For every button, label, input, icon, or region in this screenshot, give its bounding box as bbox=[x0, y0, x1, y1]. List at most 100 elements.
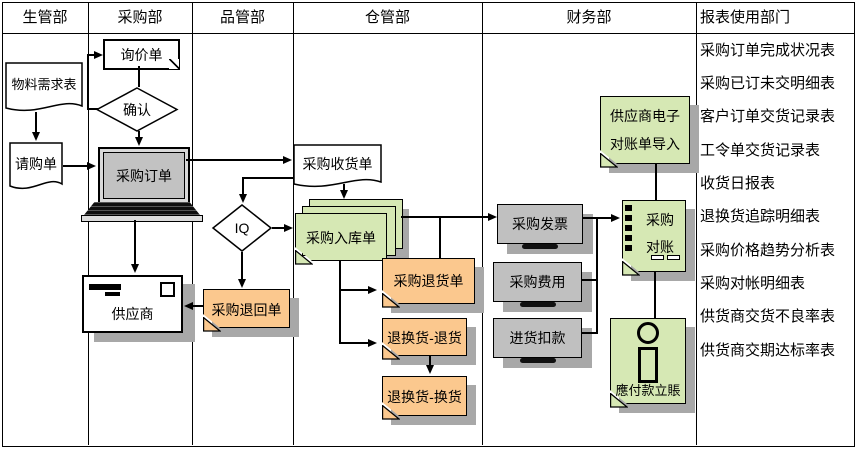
document-shape bbox=[5, 62, 83, 112]
report-item: 采购已订未交明细表 bbox=[700, 75, 836, 92]
column-divider bbox=[88, 2, 89, 445]
connector bbox=[582, 279, 597, 281]
header-divider bbox=[2, 33, 854, 34]
node-label: 进货扣款 bbox=[509, 330, 566, 346]
connector bbox=[87, 54, 95, 56]
node-purchase-reconcile: 采购 对账 bbox=[622, 200, 695, 281]
node-confirm: 确认 bbox=[95, 87, 179, 132]
node-purchase-deduction: 进货扣款 bbox=[493, 318, 592, 368]
folded-corner bbox=[295, 250, 313, 265]
address-line bbox=[89, 284, 121, 290]
connector bbox=[242, 177, 294, 179]
node-label: 供应商 bbox=[111, 306, 154, 322]
note-shape bbox=[382, 376, 467, 416]
connector bbox=[138, 66, 140, 87]
report-item: 客户订单交货记录表 bbox=[700, 108, 836, 125]
node-label: 采购订单 bbox=[116, 167, 172, 184]
node-label: 采购退回单 bbox=[211, 302, 282, 318]
node-label: 对账 bbox=[646, 239, 674, 255]
terminal-shape: 采购发票 bbox=[497, 204, 583, 244]
arrowhead bbox=[238, 279, 246, 288]
node-label: 确认 bbox=[123, 101, 151, 118]
arrowhead bbox=[87, 162, 96, 170]
document-shape bbox=[293, 144, 382, 188]
connector bbox=[655, 164, 657, 200]
arrowhead bbox=[368, 339, 377, 347]
laptop-screen: 采购订单 bbox=[103, 152, 185, 199]
node-label: 退换货-换货 bbox=[387, 389, 462, 405]
arrowhead bbox=[283, 156, 292, 164]
folded-corner bbox=[203, 317, 221, 332]
connector bbox=[87, 55, 89, 110]
info-icon-dot bbox=[637, 322, 659, 344]
connector bbox=[241, 252, 243, 280]
connector bbox=[242, 177, 244, 195]
node-label: 对账单导入 bbox=[610, 136, 680, 152]
folded-corner bbox=[622, 261, 640, 276]
connector bbox=[439, 217, 441, 258]
report-item: 供货商交货不良率表 bbox=[700, 308, 836, 325]
diamond-shape bbox=[211, 204, 273, 252]
connector bbox=[429, 356, 431, 366]
arrowhead bbox=[184, 302, 193, 310]
node-supplier-envelope: 供应商 bbox=[82, 275, 195, 342]
connector bbox=[341, 342, 368, 344]
terminal-stand bbox=[522, 244, 558, 249]
node-label: 供应商电子 bbox=[610, 108, 680, 124]
note-shape bbox=[382, 318, 467, 356]
connector bbox=[401, 216, 488, 218]
arrowhead bbox=[488, 213, 497, 221]
node-label: 采购入库单 bbox=[306, 230, 376, 246]
note-shape bbox=[622, 200, 686, 272]
column-header-warehouse: 仓管部 bbox=[364, 9, 410, 26]
node-purchase-request: 请购单 bbox=[9, 142, 63, 198]
arrowhead bbox=[368, 286, 377, 294]
node-purchase-return-goods: 采购退货单 bbox=[382, 258, 484, 313]
folded-corner bbox=[610, 393, 628, 408]
node-label: 采购费用 bbox=[509, 274, 566, 290]
node-label: 物料需求表 bbox=[11, 77, 77, 92]
node-material-request: 物料需求表 bbox=[5, 62, 83, 120]
note-dashes bbox=[648, 247, 680, 265]
arrowhead bbox=[611, 214, 620, 222]
connector bbox=[596, 217, 598, 334]
column-header-reports: 报表使用部门 bbox=[700, 9, 791, 26]
connector bbox=[341, 289, 368, 291]
node-warehouse-in-slip: 采购入库单 bbox=[295, 199, 415, 279]
node-payable-posting: 應付款立賬 bbox=[610, 318, 695, 413]
folded-corner bbox=[600, 153, 618, 168]
laptop-base bbox=[81, 215, 203, 222]
node-label: 采购 bbox=[646, 212, 674, 228]
terminal-shape: 采购费用 bbox=[493, 262, 582, 302]
folded-corner bbox=[382, 405, 400, 420]
stamp-icon bbox=[160, 282, 175, 297]
node-label: 请购单 bbox=[15, 156, 57, 172]
connector bbox=[192, 305, 204, 307]
column-header-quality: 品管部 bbox=[219, 9, 265, 26]
node-purchase-expense: 采购费用 bbox=[493, 262, 592, 312]
report-item: 工令单交货记录表 bbox=[700, 142, 821, 159]
connector bbox=[654, 272, 656, 318]
column-header-production: 生管部 bbox=[22, 9, 68, 26]
diamond-shape bbox=[95, 87, 179, 132]
report-item: 采购价格趋势分析表 bbox=[700, 242, 836, 259]
report-item: 供货商交期达标率表 bbox=[700, 342, 836, 359]
column-divider bbox=[482, 2, 483, 445]
folded-corner bbox=[382, 293, 400, 308]
laptop-keyboard bbox=[84, 202, 200, 215]
node-label: IQ bbox=[234, 220, 250, 236]
connector bbox=[339, 261, 341, 344]
info-icon bbox=[610, 322, 686, 383]
connector bbox=[63, 165, 88, 167]
arrowhead bbox=[239, 194, 247, 203]
node-exchange-return: 退换货-退货 bbox=[382, 318, 476, 365]
node-iq-check: IQ bbox=[211, 204, 273, 252]
node-receiving-slip: 采购收货单 bbox=[293, 144, 382, 196]
arrowhead bbox=[426, 365, 434, 374]
connector bbox=[186, 159, 284, 161]
document-shape bbox=[9, 142, 63, 190]
node-label: 采购收货单 bbox=[302, 156, 373, 172]
terminal-stand bbox=[519, 302, 556, 307]
node-label: 采购发票 bbox=[512, 216, 568, 232]
column-divider bbox=[192, 2, 193, 445]
